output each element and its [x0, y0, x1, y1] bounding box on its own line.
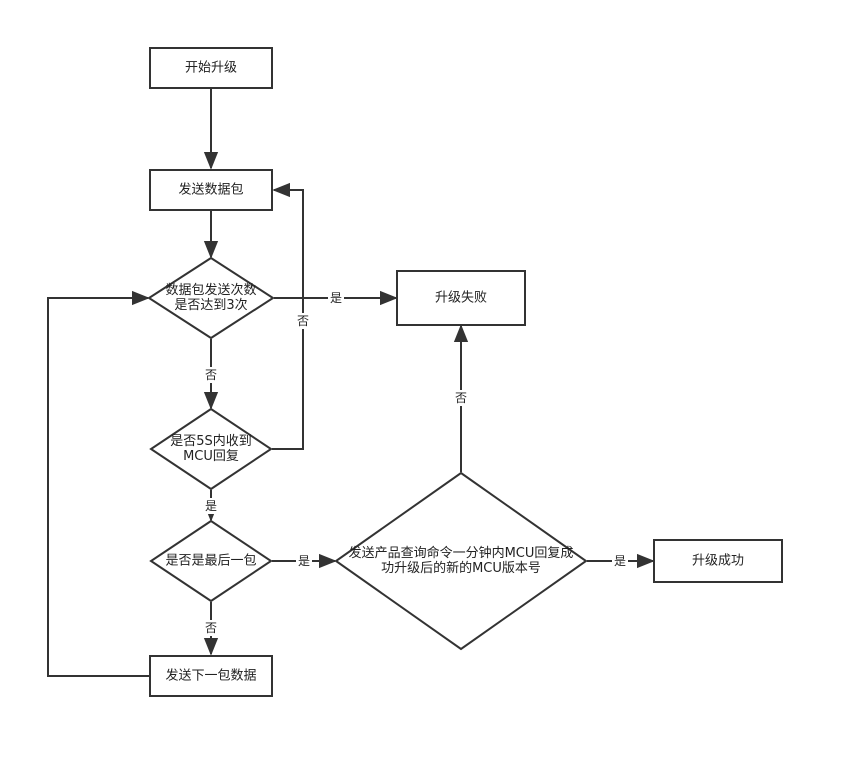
process-box: [653, 539, 783, 583]
edge-label-background: [328, 290, 344, 306]
edge-query_version-to-upgrade_success: 是: [587, 553, 655, 569]
edge-check_last-to-query_version: 是: [272, 553, 337, 569]
edge-label-background: [296, 553, 312, 569]
node-label: 发送产品查询命令一分钟内MCU回复成: [349, 545, 574, 561]
edge-label: 否: [455, 391, 467, 405]
edge-label: 是: [330, 291, 342, 305]
process-box: [396, 270, 526, 326]
edge-label: 是: [205, 499, 217, 513]
decision-diamond: [334, 471, 588, 651]
edge-check_last-to-send_next: 否: [203, 602, 219, 656]
nodes-layer: 开始升级发送数据包数据包发送次数是否达到3次升级失败是否5S内收到MCU回复是否…: [147, 47, 783, 697]
node-check-last: 是否是最后一包: [149, 519, 273, 603]
edge-label: 否: [205, 621, 217, 635]
decision-diamond: [147, 256, 275, 340]
edge-label-background: [612, 553, 628, 569]
node-label: 是否是最后一包: [165, 554, 256, 569]
edge-check_reply-to-check_last: 是: [203, 490, 219, 522]
process-box: [149, 169, 273, 211]
node-label: 是否5S内收到: [170, 433, 252, 449]
node-upgrade-fail: 升级失败: [396, 270, 526, 326]
edge-label-background: [203, 498, 219, 514]
decision-diamond: [149, 519, 273, 603]
edge-line: [47, 290, 150, 677]
edge-label-background: [203, 367, 219, 383]
edge-check_retries-to-upgrade_fail: 是: [274, 290, 398, 306]
decision-diamond: [149, 407, 273, 491]
node-label: 升级成功: [692, 554, 744, 569]
node-label: 发送数据包: [178, 182, 243, 198]
node-start: 开始升级: [149, 47, 273, 89]
node-label: MCU回复: [183, 449, 239, 464]
node-label: 数据包发送次数: [165, 282, 256, 298]
edge-check_retries-to-check_reply: 否: [203, 339, 219, 410]
node-label: 是否达到3次: [174, 297, 247, 313]
edge-label: 是: [614, 554, 626, 568]
edge-label-background: [203, 620, 219, 636]
edge-query_version-to-upgrade_fail: 否: [453, 324, 469, 472]
process-box: [149, 655, 273, 697]
edge-label: 否: [297, 314, 309, 328]
edge-label: 是: [298, 554, 310, 568]
node-send-next: 发送下一包数据: [149, 655, 273, 697]
node-label: 开始升级: [185, 61, 237, 76]
node-label: 功升级后的新的MCU版本号: [381, 560, 541, 576]
edge-label-background: [295, 313, 311, 329]
edge-check_reply-to-send_packet: 否: [272, 182, 311, 450]
node-send-packet: 发送数据包: [149, 169, 273, 211]
edge-send_next-to-check_retries: [47, 290, 150, 677]
node-upgrade-success: 升级成功: [653, 539, 783, 583]
edge-label-background: [453, 390, 469, 406]
process-box: [149, 47, 273, 89]
node-label: 发送下一包数据: [165, 668, 256, 684]
node-label: 升级失败: [435, 291, 487, 306]
edge-label: 否: [205, 368, 217, 382]
